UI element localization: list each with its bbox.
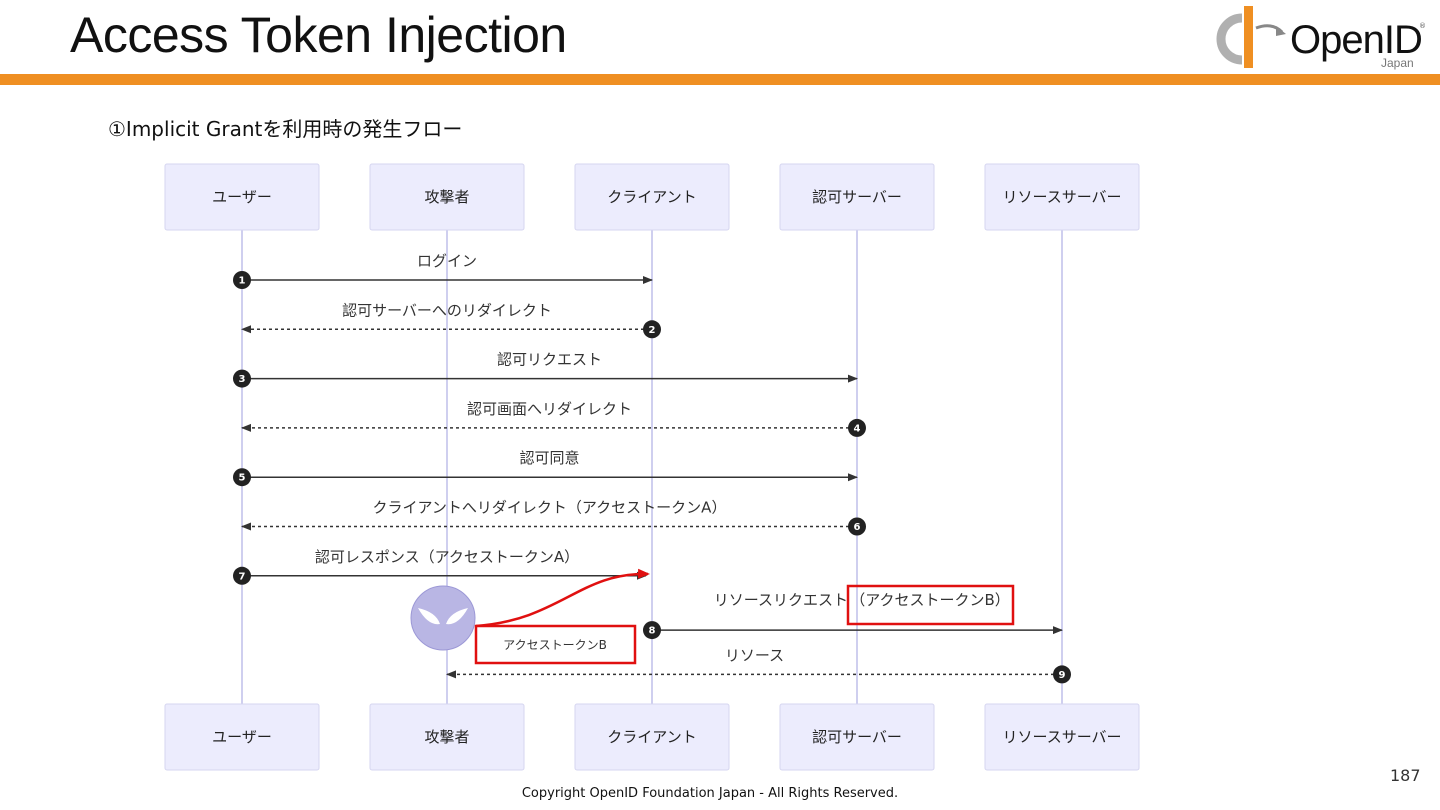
logo-subtext: Japan [1381, 56, 1414, 70]
logo-registered-mark: ® [1419, 22, 1426, 30]
page-title: Access Token Injection [70, 7, 567, 63]
injected-token-label: アクセストークンB [503, 638, 607, 652]
message-label: 認可リクエスト [497, 351, 602, 369]
step-number: 9 [1059, 670, 1066, 681]
step-number: 7 [239, 571, 246, 582]
attacker-face-icon [410, 585, 476, 651]
message-label: ログイン [417, 252, 477, 270]
attacker-figure [410, 585, 476, 651]
participant-label: 認可サーバー [812, 188, 902, 206]
participant-label: 攻撃者 [424, 188, 469, 206]
participant-label: 攻撃者 [424, 728, 469, 746]
message-label: リソースリクエスト [714, 591, 848, 609]
attacker-left-eye [418, 608, 440, 625]
step-number: 2 [649, 325, 656, 336]
participant-box-top [984, 163, 1140, 231]
message-label: 認可画面へリダイレクト [467, 400, 632, 418]
step-badge [643, 320, 661, 339]
participant-box-bottom [369, 703, 525, 771]
message-label: 認可サーバーへのリダイレクト [342, 301, 552, 319]
step-number: 3 [239, 374, 246, 385]
step-badge [848, 418, 866, 437]
participant-label: ユーザー [212, 188, 272, 206]
message-label: 認可同意 [519, 449, 579, 467]
injected-token-box [474, 624, 637, 665]
step-number: 5 [239, 473, 246, 484]
message-label: 認可レスポンス（アクセストークンA） [315, 548, 579, 566]
copyright-notice: Copyright OpenID Foundation Japan - All … [521, 786, 899, 801]
participant-box-bottom [984, 703, 1140, 771]
participant-label: リソースサーバー [1002, 728, 1121, 746]
logo-text: OpenID [1290, 18, 1423, 62]
participant-box-top [574, 163, 730, 231]
token-highlight-box [846, 584, 1015, 626]
participant-label: クライアント [607, 728, 696, 746]
participant-box-bottom [164, 703, 320, 771]
step-number: 8 [649, 626, 656, 637]
participant-label: 認可サーバー [812, 728, 902, 746]
message-label: リソース [725, 646, 784, 664]
injection-arrow [475, 568, 650, 628]
message-label: クライアントへリダイレクト（アクセストークンA） [373, 499, 727, 517]
step-number: 6 [854, 522, 861, 533]
participant-box-bottom [574, 703, 730, 771]
step-badge [233, 271, 251, 289]
participant-box-bottom [779, 703, 935, 771]
message-label-highlight: （アクセストークンB） [850, 591, 1010, 609]
step-number: 4 [854, 423, 861, 434]
participant-label: クライアント [607, 188, 696, 206]
participant-label: リソースサーバー [1002, 188, 1121, 206]
attacker-right-eye [446, 608, 468, 625]
page-number: 187 [1390, 766, 1421, 785]
step-number: 1 [239, 276, 246, 287]
header-accent-bar [0, 74, 1440, 85]
participant-box-top [779, 163, 935, 231]
step-badge [848, 517, 866, 536]
step-badge [643, 621, 661, 640]
participant-box-top [164, 163, 320, 231]
participant-box-top [369, 163, 525, 231]
step-badge [233, 468, 251, 487]
step-badge [233, 369, 251, 388]
step-badge [1053, 665, 1071, 684]
participant-label: ユーザー [212, 728, 272, 746]
slide-subtitle: ①Implicit Grantを利用時の発生フロー [108, 117, 463, 141]
step-badge [233, 566, 251, 585]
openid-logo-icon [1216, 6, 1286, 68]
